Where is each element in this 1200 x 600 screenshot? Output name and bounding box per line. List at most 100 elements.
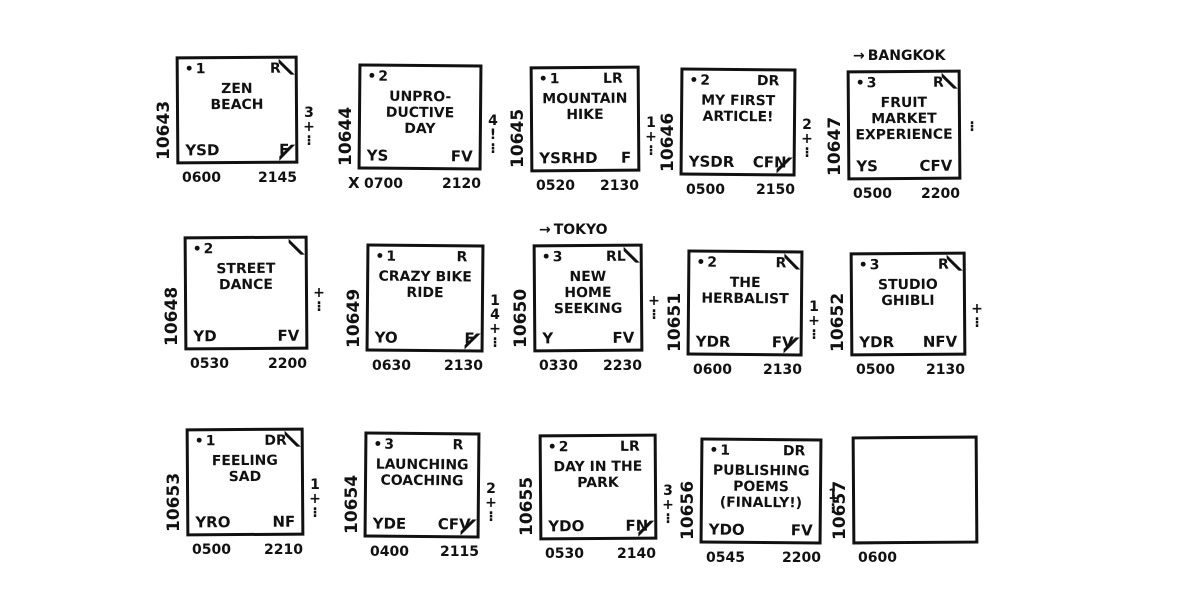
card-number: 2 xyxy=(696,255,717,271)
card-id: 10652 xyxy=(828,292,848,352)
end-time: 2200 xyxy=(268,356,307,372)
start-time: 0600 xyxy=(693,362,732,378)
end-time: 2130 xyxy=(444,358,483,374)
card-number: 1 xyxy=(539,71,560,87)
card-id: 10650 xyxy=(511,288,531,348)
end-time: 2150 xyxy=(756,182,795,198)
end-time: 2200 xyxy=(921,186,960,202)
card-id: 10651 xyxy=(665,292,685,352)
start-time: 0500 xyxy=(856,362,895,378)
card-code-left: YS xyxy=(856,157,879,176)
end-time: 2130 xyxy=(763,362,802,378)
cross-mark: X xyxy=(348,174,360,192)
folded-corner-top xyxy=(624,247,640,263)
end-time: 2230 xyxy=(603,358,642,374)
side-marks: 3 + ⁝ xyxy=(662,483,674,527)
card-title: LAUNCHING COACHING xyxy=(375,456,469,490)
card-tag: R xyxy=(452,437,464,454)
card-code-right: CFV xyxy=(919,156,953,175)
start-time: 0700 xyxy=(364,176,403,192)
journal-card: 1 DR PUBLISHING POEMS (FINALLY!) YDO FV xyxy=(699,437,823,545)
side-marks: 1 + ⁝ xyxy=(808,299,820,343)
start-time: 0520 xyxy=(536,178,575,194)
folded-corner-top xyxy=(289,239,305,255)
card-code-left: YSD xyxy=(185,141,220,160)
side-marks: 3 + ⁝ xyxy=(303,105,315,149)
start-time: 0500 xyxy=(192,542,231,558)
card-number: 1 xyxy=(195,433,216,449)
card-title: MY FIRST ARTICLE! xyxy=(701,92,776,126)
card-number: 2 xyxy=(548,439,569,455)
card-number: 3 xyxy=(859,257,880,273)
side-marks: 1 ⁝ xyxy=(828,487,838,517)
folded-corner-top xyxy=(947,255,963,271)
card-id: 10655 xyxy=(517,476,537,536)
side-marks: 4 ! ⁝ xyxy=(488,113,498,157)
card-number: 2 xyxy=(193,241,214,257)
card-code-left: YDR xyxy=(859,333,895,352)
card-number: 3 xyxy=(542,249,563,265)
card-code-left: Y xyxy=(542,329,554,348)
card-code-left: YO xyxy=(374,328,398,347)
card-title: FRUIT MARKET EXPERIENCE xyxy=(855,94,953,144)
card-code-right: FV xyxy=(790,521,813,540)
card-id: 10657 xyxy=(830,480,850,540)
card-id: 10647 xyxy=(825,116,845,176)
card-code-left: YRO xyxy=(195,513,231,532)
side-marks: + ⁝ xyxy=(648,293,660,323)
destination-label: TOKYO xyxy=(539,222,608,238)
card-code-right: NF xyxy=(272,512,296,531)
card-code-left: YS xyxy=(366,146,389,165)
card-number: 2 xyxy=(689,73,710,89)
card-id: 10646 xyxy=(658,112,678,172)
end-time: 2120 xyxy=(442,176,481,192)
card-code-left: YDE xyxy=(372,514,407,533)
start-time: 0630 xyxy=(372,358,411,374)
card-number: 3 xyxy=(856,75,877,91)
card-code-right: NFV xyxy=(922,332,958,351)
card-title: MOUNTAIN HIKE xyxy=(542,90,628,124)
folded-corner-bottom xyxy=(777,157,793,173)
card-code-left: YDO xyxy=(708,520,745,539)
start-time: 0500 xyxy=(686,182,725,198)
start-time: 0400 xyxy=(370,544,409,560)
card-tag: LR xyxy=(602,70,623,87)
end-time: 2200 xyxy=(782,550,821,566)
card-title: STREET DANCE xyxy=(216,260,276,294)
card-id: 10649 xyxy=(344,288,364,348)
card-tag: DR xyxy=(782,443,806,460)
card-title: ZEN BEACH xyxy=(210,80,264,114)
side-marks: + ⁝ xyxy=(971,301,983,331)
side-marks: + ⁝ xyxy=(313,285,325,315)
side-marks: 1 + ⁝ xyxy=(309,477,321,521)
start-time: 0500 xyxy=(853,186,892,202)
card-title: STUDIO GHIBLI xyxy=(877,276,938,310)
folded-corner-bottom xyxy=(638,521,654,537)
card-title: UNPRO- DUCTIVE DAY xyxy=(385,88,455,138)
start-time: 0545 xyxy=(706,550,745,566)
card-id: 10656 xyxy=(678,480,698,540)
card-code-right: FV xyxy=(612,328,635,347)
card-title: PUBLISHING POEMS (FINALLY!) xyxy=(712,462,810,512)
card-number: 1 xyxy=(185,61,206,77)
card-tag: R xyxy=(456,249,468,266)
card-number: 1 xyxy=(709,443,730,459)
side-marks: 2 + ⁝ xyxy=(485,481,497,525)
journal-card xyxy=(851,435,979,545)
destination-label: BANGKOK xyxy=(853,48,946,64)
folded-corner-top xyxy=(279,59,295,75)
end-time: 2145 xyxy=(258,170,297,186)
card-number: 3 xyxy=(373,437,394,453)
card-title: NEW HOME SEEKING xyxy=(553,268,623,318)
